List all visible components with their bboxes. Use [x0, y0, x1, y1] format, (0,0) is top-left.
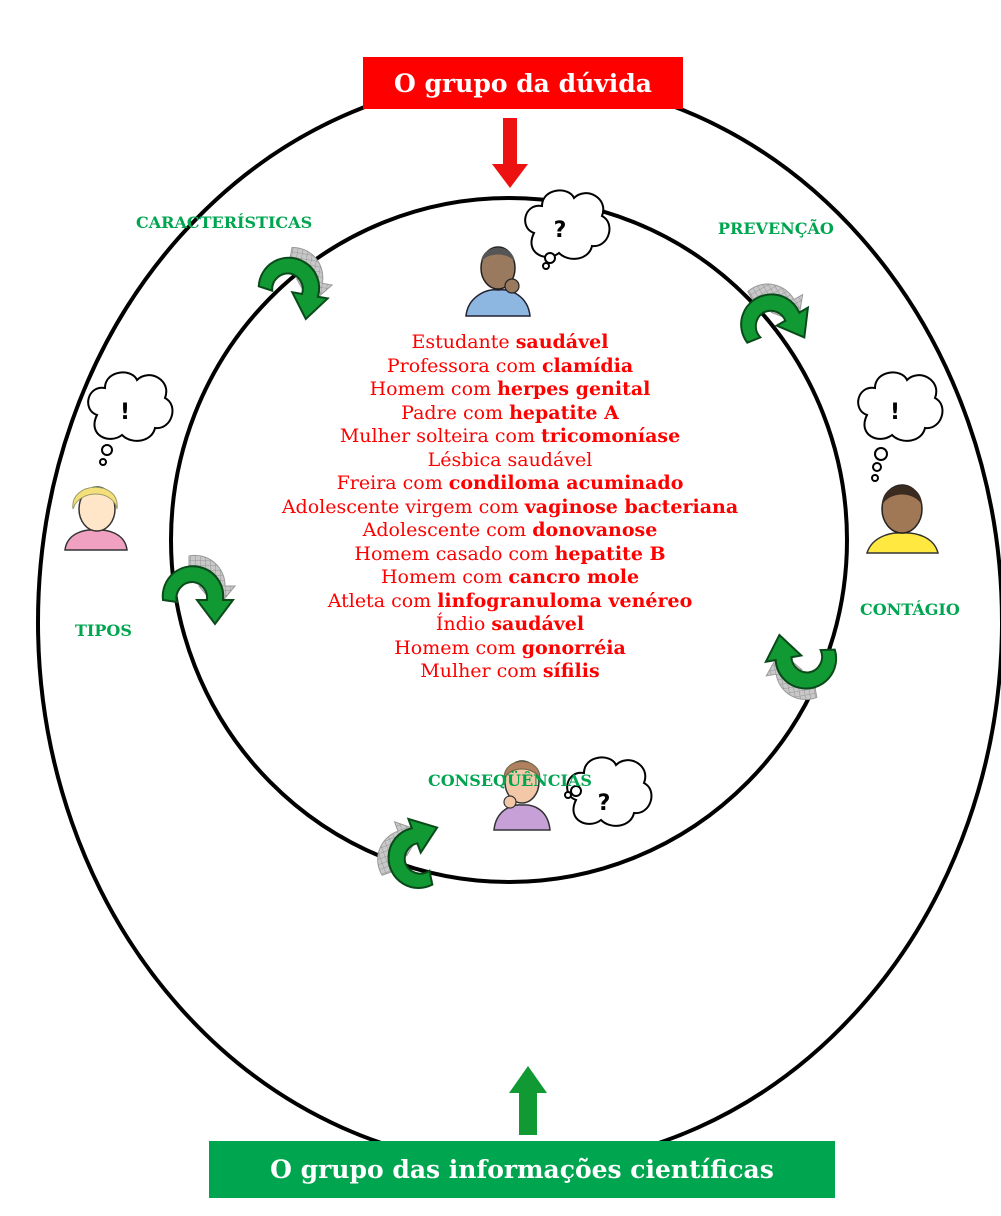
- character-item: Atleta com linfogranuloma venéreo: [327, 589, 693, 612]
- character-item: Freira com condiloma acuminado: [336, 472, 684, 494]
- thought-mark: !: [120, 400, 130, 425]
- character-list: Estudante saudável Professora com clamíd…: [230, 331, 790, 684]
- inner-circle: [169, 196, 849, 884]
- character-item: Professora com clamídia: [386, 354, 634, 377]
- person-thinking-icon: [64, 486, 128, 551]
- character-item: Mulher com sífilis: [420, 660, 600, 682]
- up-arrow-icon: [509, 1066, 547, 1135]
- rotation-arrow-icon: [364, 807, 456, 902]
- down-arrow-icon: [492, 118, 528, 188]
- person-thinking-icon: [865, 484, 939, 554]
- person-thinking-icon: [493, 760, 551, 831]
- character-item: Índio saudável: [435, 613, 585, 635]
- thought-mark: !: [890, 400, 900, 425]
- doubt-group-title: O grupo da dúvida: [363, 57, 683, 109]
- character-item: Estudante saudável: [411, 331, 609, 353]
- character-item: Adolescente com donovanose: [362, 519, 658, 541]
- thought-bubble-icon: !: [87, 371, 174, 466]
- character-item: Lésbica saudável: [427, 448, 593, 471]
- thought-bubble-icon: ?: [524, 189, 611, 270]
- character-item: Adolescente virgem com vaginose bacteria…: [281, 495, 739, 518]
- thought-mark: ?: [598, 791, 611, 816]
- thought-bubble-icon: ?: [564, 756, 653, 827]
- character-item: Padre com hepatite A: [401, 401, 619, 424]
- thought-bubble-icon: !: [857, 371, 944, 482]
- topic-contagio: CONTÁGIO: [860, 600, 960, 619]
- topic-prevencao: PREVENÇÃO: [718, 219, 834, 238]
- character-item: Homem casado com hepatite B: [354, 542, 666, 565]
- character-item: Homem com cancro mole: [380, 566, 640, 588]
- scientific-group-title: O grupo das informações científicas: [209, 1141, 835, 1198]
- character-item: Homem com gonorréia: [394, 636, 626, 659]
- person-thinking-icon: [465, 246, 531, 317]
- character-item: Homem com herpes genital: [369, 378, 651, 400]
- thought-mark: ?: [554, 218, 567, 243]
- topic-caracteristicas: CARACTERÍSTICAS: [136, 213, 313, 232]
- character-item: Mulher solteira com tricomoníase: [339, 425, 681, 447]
- topic-tipos: TIPOS: [75, 621, 132, 640]
- topic-consequencias: CONSEQÜÊNCIAS: [428, 771, 592, 790]
